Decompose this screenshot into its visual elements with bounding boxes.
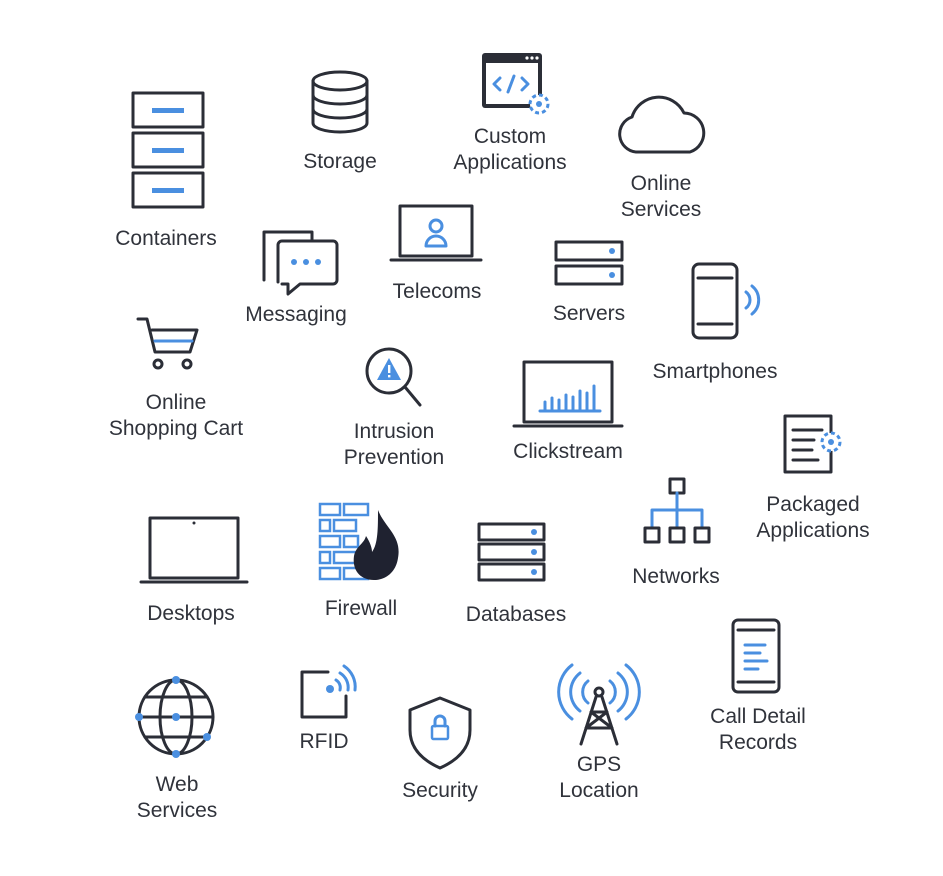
call-detail-records-label-line1: Call Detail xyxy=(710,705,806,728)
messaging-label: Messaging xyxy=(245,303,347,326)
clickstream-label: Clickstream xyxy=(513,440,623,463)
intrusion-prevention-label-line1: Intrusion xyxy=(353,420,435,443)
online-services-label-line1: Online xyxy=(630,172,692,195)
security-label: Security xyxy=(402,779,478,802)
packaged-applications-label-line2: Applications xyxy=(756,519,870,542)
intrusion-prevention-label-line2: Prevention xyxy=(343,446,445,469)
gps-location-label-line2: Location xyxy=(559,779,639,802)
web-services-label-line1: Web xyxy=(155,773,199,796)
telecoms-label: Telecoms xyxy=(392,280,482,303)
online-shopping-cart-label-line1: Online xyxy=(145,391,207,414)
custom-applications-label-line1: Custom xyxy=(473,125,547,148)
custom-applications-label-line2: Applications xyxy=(453,151,567,174)
packaged-applications-label-line1: Packaged xyxy=(766,493,860,516)
online-services-label-line2: Services xyxy=(620,198,702,221)
containers-label: Containers xyxy=(115,227,217,250)
storage-label: Storage xyxy=(303,150,377,173)
servers-label: Servers xyxy=(552,302,626,325)
web-services-label-line2: Services xyxy=(136,799,218,822)
online-shopping-cart-label-line2: Shopping Cart xyxy=(108,417,244,440)
networks-label: Networks xyxy=(632,565,720,588)
gps-location-label-line1: GPS xyxy=(576,753,622,776)
call-detail-records-label-line2: Records xyxy=(718,731,798,754)
firewall-label: Firewall xyxy=(324,597,398,620)
smartphones-label: Smartphones xyxy=(652,360,778,383)
rfid-label: RFID xyxy=(299,730,349,753)
desktops-label: Desktops xyxy=(147,602,235,625)
databases-label: Databases xyxy=(465,603,567,626)
